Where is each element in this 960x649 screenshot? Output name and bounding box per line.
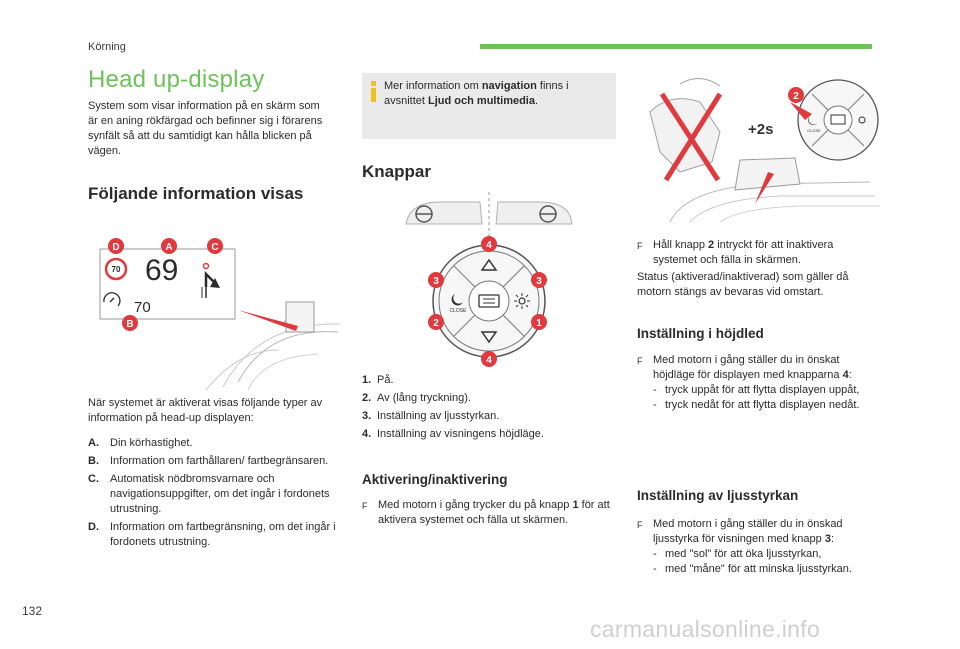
- speed-limit-value: 70: [112, 265, 121, 274]
- ljus-bullet: F Med motorn i gång ställer du in önskad…: [637, 518, 843, 545]
- list-item: 4.Inställning av visningens höjdläge.: [362, 428, 544, 440]
- legend-item: B. Information om farthållaren/ fartbegr…: [88, 455, 329, 467]
- hud-figure: 70 69 70 D A C B: [99, 238, 341, 391]
- deactivate-figure: +2s CLOSE 2: [649, 78, 880, 223]
- marker-4-top: 4: [486, 240, 492, 251]
- visas-description: När systemet är aktiverat visas följande…: [88, 397, 323, 424]
- info-icon: [370, 81, 377, 103]
- marker-a: A: [165, 242, 172, 253]
- up-arrow-icon: [480, 258, 498, 271]
- timer-label: +2s: [748, 121, 773, 138]
- list-item: 1.På.: [362, 374, 394, 386]
- legend-list: A. Din körhastighet. B. Information om f…: [88, 436, 338, 553]
- marker-2: 2: [433, 318, 439, 329]
- page-title: Head up-display: [88, 66, 265, 93]
- speedometer-icon: [103, 292, 121, 307]
- marker-d: D: [112, 242, 119, 253]
- intro-paragraph: System som visar information på en skärm…: [88, 100, 323, 157]
- info-text: Mer information om navigation finns i av…: [384, 80, 569, 107]
- marker-b: B: [126, 319, 133, 330]
- marker-2-right: 2: [793, 91, 799, 102]
- hojd-bullet: F Med motorn i gång ställer du in önskat…: [637, 354, 852, 381]
- navigation-arrow-icon: [201, 262, 220, 298]
- sub-item: -tryck nedåt för att flytta displayen ne…: [653, 399, 860, 411]
- legend-item: A. Din körhastighet.: [88, 437, 193, 449]
- chapter-label: Körning: [88, 41, 126, 53]
- hud-display-icon: [478, 294, 500, 308]
- heading-hojdled: Inställning i höjdled: [637, 326, 764, 341]
- heading-visas: Följande information visas: [88, 184, 304, 203]
- sun-icon: [514, 293, 530, 309]
- hall-bullet: F Håll knapp 2 intryckt för att inaktive…: [637, 239, 834, 266]
- heading-aktivering: Aktivering/inaktivering: [362, 472, 508, 487]
- ljus-content: F Med motorn i gång ställer du in önskad…: [637, 517, 882, 577]
- moon-icon: [451, 294, 463, 306]
- sub-item: -tryck uppåt för att flytta displayen up…: [653, 384, 860, 396]
- info-box: Mer information om navigation finns i av…: [362, 73, 616, 139]
- sub-item: -med "sol" för att öka ljusstyrkan,: [653, 548, 822, 560]
- cruise-value: 70: [134, 299, 151, 316]
- sub-item: -med "måne" för att minska ljusstyrkan.: [653, 563, 852, 575]
- watermark: carmanualsonline.info: [590, 616, 821, 642]
- close-label: CLOSE: [450, 308, 468, 314]
- marker-3-right: 3: [536, 276, 542, 287]
- speed-value: 69: [145, 254, 178, 287]
- chapter-bar: [480, 44, 872, 49]
- close-label-right: CLOSE: [807, 128, 821, 133]
- steering-wheel-left-icon: [405, 201, 483, 225]
- page-number: 132: [22, 604, 43, 618]
- marker-1: 1: [536, 318, 542, 329]
- status-text: Status (aktiverad/inaktiverad) som gälle…: [637, 271, 849, 298]
- marker-3-left: 3: [433, 276, 439, 287]
- steering-wheel-right-icon: [495, 201, 573, 225]
- list-item: 3.Inställning av ljusstyrkan.: [362, 410, 500, 422]
- heading-knappar: Knappar: [362, 162, 431, 181]
- legend-item: C. Automatisk nödbromsvarnare och naviga…: [88, 473, 330, 515]
- marker-c: C: [211, 242, 218, 253]
- hojd-content: F Med motorn i gång ställer du in önskat…: [637, 353, 882, 413]
- buttons-figure: CLOSE 4 3 3 2 1 4: [405, 192, 573, 367]
- down-arrow-icon: [480, 331, 498, 344]
- legend-item: D. Information om fartbegränsning, om de…: [88, 521, 336, 548]
- marker-4-bottom: 4: [486, 355, 492, 366]
- aktivering-bullet: F Med motorn i gång trycker du på knapp …: [362, 499, 610, 526]
- buttons-list: 1.På. 2.Av (lång tryckning). 3.Inställni…: [362, 373, 612, 445]
- list-item: 2.Av (lång tryckning).: [362, 392, 471, 404]
- heading-ljusstyrka: Inställning av ljusstyrkan: [637, 488, 799, 503]
